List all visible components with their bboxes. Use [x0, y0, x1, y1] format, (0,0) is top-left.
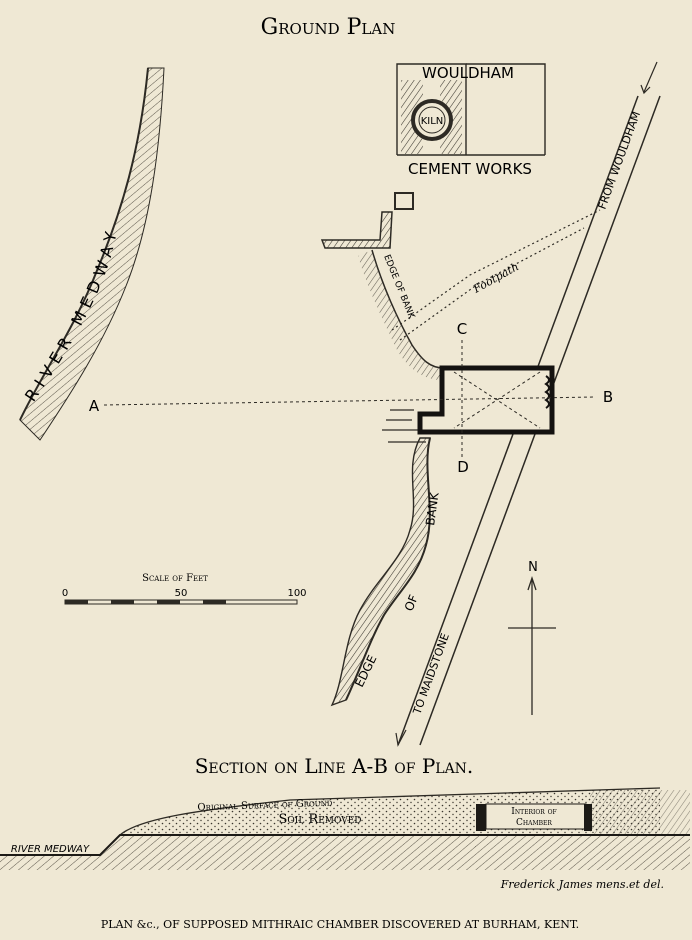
section-soil-removed: Soil Removed — [278, 812, 361, 827]
section-lines: A B C D — [89, 320, 613, 476]
point-a: A — [89, 397, 100, 415]
plate-caption: PLAN &c., OF SUPPOSED MITHRAIC CHAMBER D… — [101, 918, 579, 931]
scale-bar: Scale of Feet 0 50 100 — [62, 573, 307, 605]
river-medway: RIVER MEDWAY — [19, 67, 165, 441]
works-bottom-label: CEMENT WORKS — [408, 160, 532, 178]
kiln-label: KILN — [421, 116, 444, 127]
bank-lower-label-1: BANK — [423, 490, 442, 526]
bank-lower: BANK OF EDGE — [330, 409, 442, 707]
footpath-label: Footpath — [470, 260, 521, 296]
bank-lower-label-2: OF — [402, 593, 421, 613]
artist-credit: Frederick James mens.et del. — [500, 878, 664, 891]
scale-tick-100: 100 — [287, 588, 306, 599]
section-river-label: RIVER MEDWAY — [11, 844, 90, 855]
point-c: C — [457, 320, 467, 338]
footpath: Footpath — [391, 209, 601, 341]
scale-tick-50: 50 — [175, 588, 188, 599]
plan-title: Ground Plan — [261, 15, 396, 40]
works-top-label: WOULDHAM — [422, 64, 514, 82]
point-b: B — [603, 388, 613, 406]
scale-tick-0: 0 — [62, 588, 68, 599]
section-interior-2: Chamber — [516, 818, 552, 828]
north-arrow: N — [508, 560, 556, 715]
section-title: Section on Line A-B of Plan. — [195, 754, 474, 778]
bank-upper: EDGE OF BANK — [320, 211, 445, 380]
cement-works: KILN WOULDHAM CEMENT WORKS — [394, 63, 546, 210]
section-drawing: Original Surface of Ground Soil Removed … — [0, 787, 690, 870]
mithraic-chamber — [417, 365, 555, 435]
scale-title: Scale of Feet — [142, 573, 208, 584]
section-interior-1: Interior of — [511, 807, 556, 817]
section-original-surface: Original Surface of Ground — [197, 798, 333, 814]
point-d: D — [457, 458, 469, 476]
north-label: N — [528, 560, 538, 575]
